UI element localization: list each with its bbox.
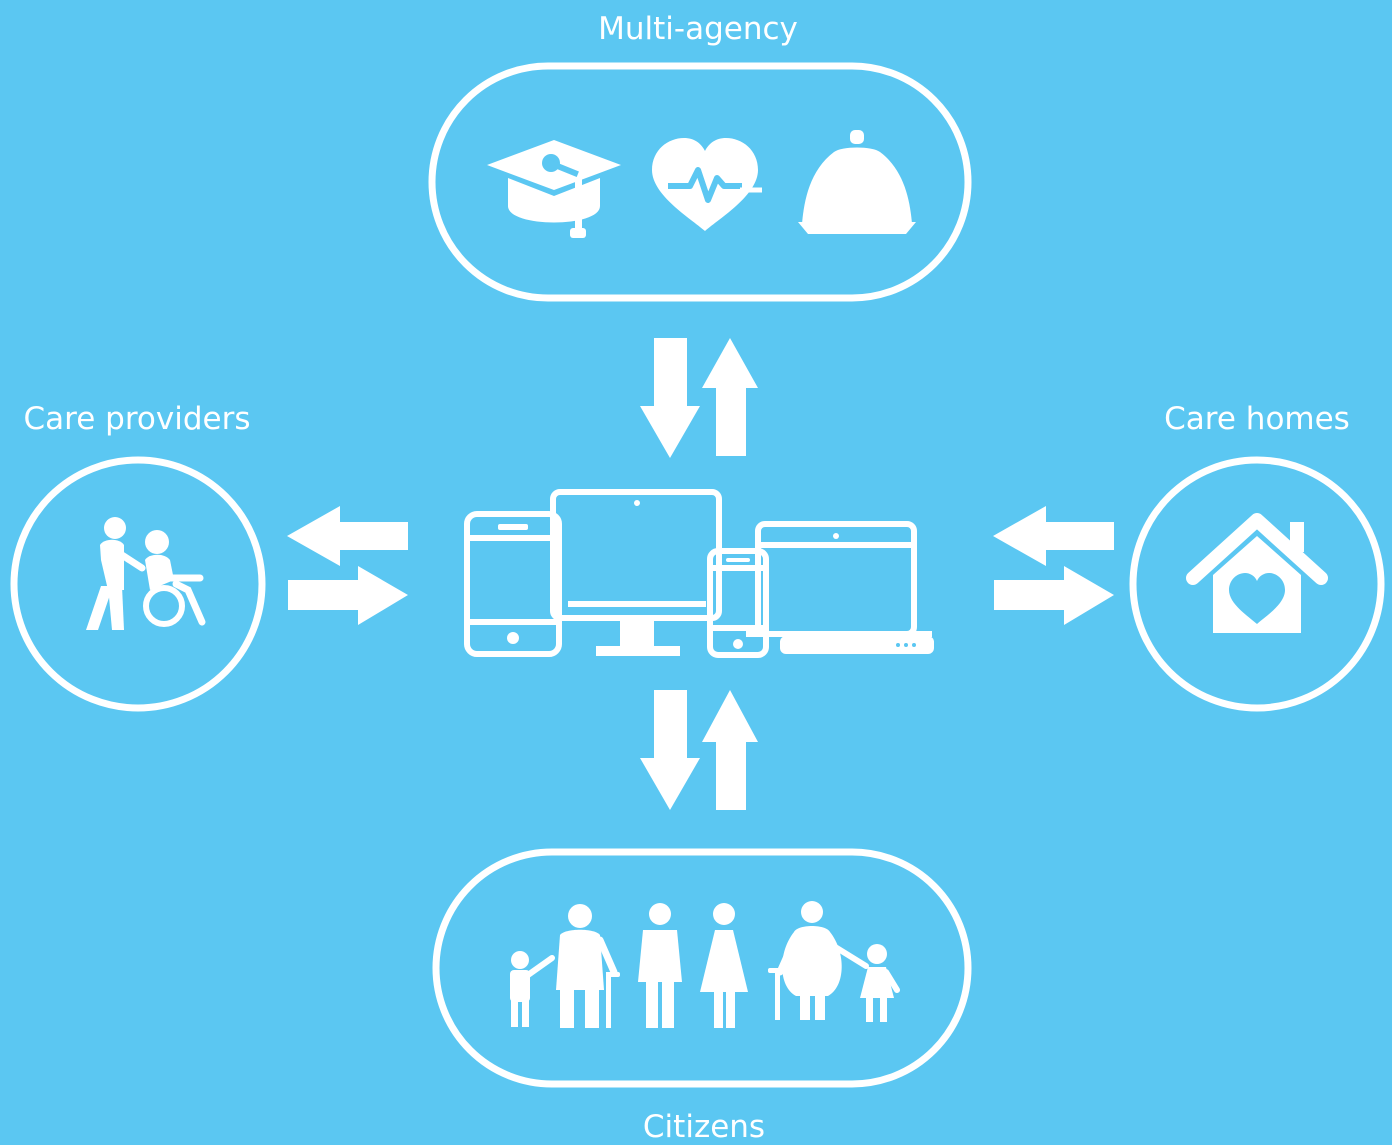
care-homes-circle (1129, 456, 1385, 712)
wheel (143, 585, 185, 627)
devices-icon (464, 489, 934, 658)
arrows-bottom (640, 690, 758, 810)
citizens-pill (432, 848, 972, 1088)
care-providers-circle (10, 456, 266, 712)
heart-rate-icon (652, 138, 762, 231)
carer-pushing-wheelchair-icon (86, 517, 206, 630)
care-providers-label: Care providers (23, 401, 251, 437)
arrows-right (993, 506, 1114, 625)
citizens-label: Citizens (642, 1109, 766, 1145)
arrows-left (287, 506, 408, 625)
care-homes-label: Care homes (1164, 401, 1350, 437)
arrows-top (640, 338, 758, 458)
graduation-cap-icon (487, 140, 621, 238)
police-helmet-icon (798, 130, 916, 234)
family-group-icon (510, 901, 900, 1028)
multi-agency-pill (428, 62, 972, 302)
house-with-heart-icon (1186, 513, 1328, 633)
multi-agency-label: Multi-agency (598, 11, 798, 47)
